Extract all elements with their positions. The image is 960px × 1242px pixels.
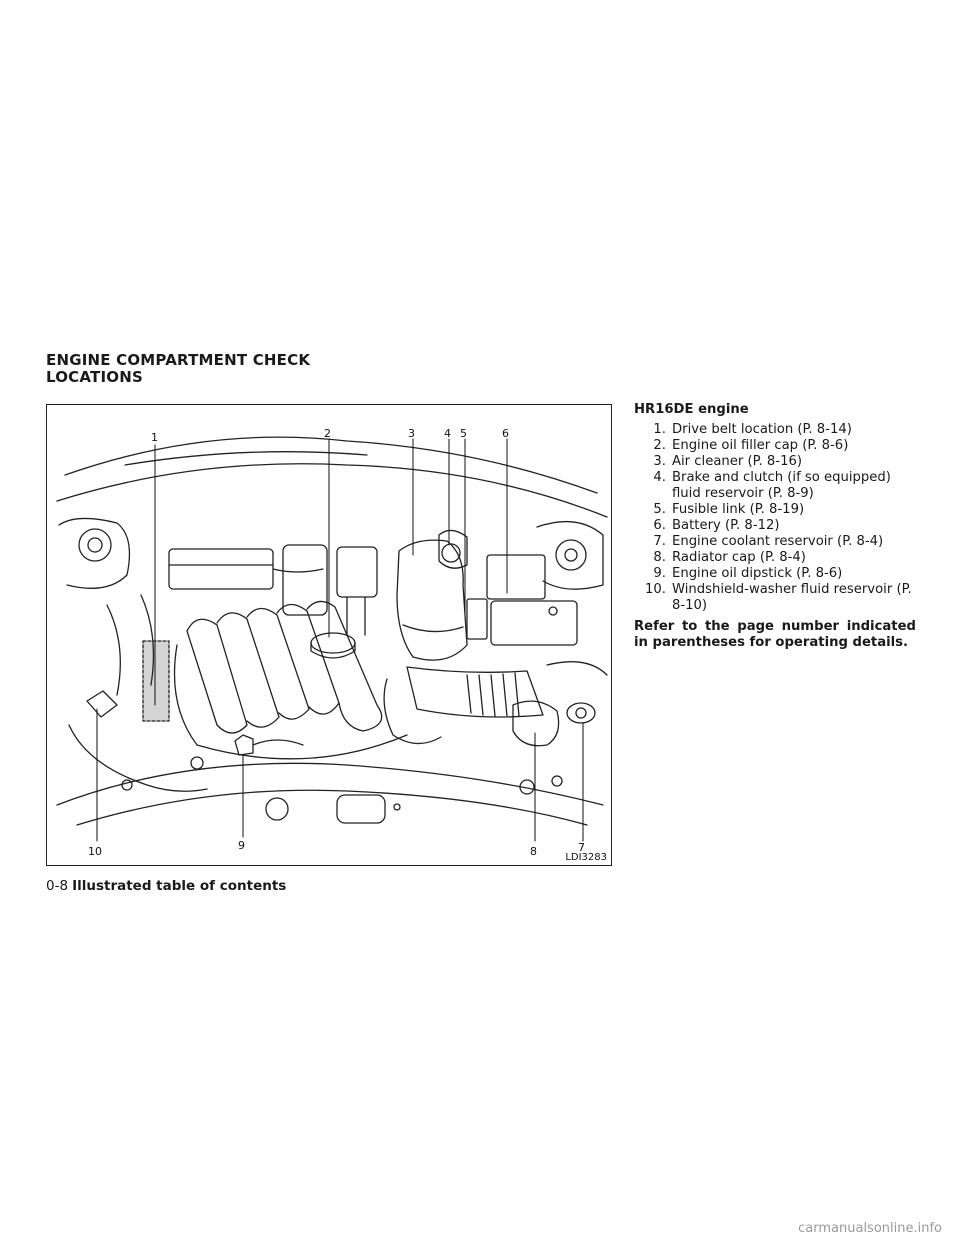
callout-7: 7 [578, 841, 585, 854]
legend-item-text: Windshield-washer fluid reservoir (P. 8-… [672, 582, 912, 613]
legend-item-text: Fusible link (P. 8-19) [672, 502, 805, 517]
legend-item-number: 7. [653, 534, 666, 549]
callout-5: 5 [460, 427, 467, 440]
legend-item: 5. Fusible link (P. 8-19) [634, 502, 916, 518]
chapter-title: Illustrated table of contents [72, 878, 287, 894]
callout-leaders [96, 438, 584, 842]
legend-item: 2. Engine oil filler cap (P. 8-6) [634, 438, 916, 454]
legend-item-text: Engine oil dipstick (P. 8-6) [672, 566, 843, 581]
engine-drawing [56, 436, 608, 842]
legend: HR16DE engine 1. Drive belt location (P. … [634, 402, 916, 651]
legend-item-number: 8. [653, 550, 666, 565]
legend-item: 3. Air cleaner (P. 8-16) [634, 454, 916, 470]
legend-item: 4. Brake and clutch (if so equipped) flui… [634, 470, 916, 502]
section-title-line1: ENGINE COMPARTMENT CHECK [46, 351, 311, 369]
air-cleaner [396, 539, 468, 661]
washer-fluid-cap [86, 690, 118, 718]
callout-3: 3 [408, 427, 415, 440]
coolant-reservoir [566, 702, 596, 724]
legend-item-text: Drive belt location (P. 8-14) [672, 422, 852, 437]
callout-4: 4 [444, 427, 451, 440]
legend-item: 9. Engine oil dipstick (P. 8-6) [634, 566, 916, 582]
section-title-line2: LOCATIONS [46, 368, 143, 386]
intake-manifold [173, 600, 408, 760]
radiator-cap [512, 700, 560, 747]
watermark: carmanualsonline.info [798, 1221, 942, 1236]
front-crossmember [56, 762, 604, 806]
hood-edge-inner [56, 463, 608, 518]
callout-number-layer: 1 2 3 4 5 6 7 8 9 10 [88, 427, 585, 858]
legend-heading: HR16DE engine [634, 402, 749, 417]
legend-item: 10. Windshield-washer fluid reservoir (P.… [634, 582, 916, 614]
legend-item-text: Radiator cap (P. 8-4) [672, 550, 806, 565]
callout-6: 6 [502, 427, 509, 440]
page-number: 0-8 [46, 878, 69, 894]
legend-item-number: 2. [653, 438, 666, 453]
legend-item-number: 4. [653, 470, 666, 485]
legend-item-number: 10. [645, 582, 666, 597]
legend-item-number: 5. [653, 502, 666, 517]
legend-item-text: Air cleaner (P. 8-16) [672, 454, 802, 469]
callout-2: 2 [324, 427, 331, 440]
section-title: ENGINE COMPARTMENT CHECK LOCATIONS [46, 352, 376, 386]
legend-item-number: 9. [653, 566, 666, 581]
legend-item: 7. Engine coolant reservoir (P. 8-4) [634, 534, 916, 550]
legend-item: 6. Battery (P. 8-12) [634, 518, 916, 534]
legend-list: 1. Drive belt location (P. 8-14) 2. Engine… [634, 422, 916, 614]
legend-item-text: Engine oil filler cap (P. 8-6) [672, 438, 849, 453]
callout-10: 10 [88, 845, 102, 858]
legend-item-number: 6. [653, 518, 666, 533]
drive-belt-area [142, 640, 170, 722]
hood-edge [64, 436, 598, 494]
legend-item-number: 3. [653, 454, 666, 469]
engine-compartment-illustration: 1 2 3 4 5 6 7 8 9 10 LDI3283 [46, 404, 612, 866]
callout-1: 1 [151, 431, 158, 444]
fusible-link [466, 598, 488, 640]
legend-item-text: Battery (P. 8-12) [672, 518, 780, 533]
legend-item-text: Engine coolant reservoir (P. 8-4) [672, 534, 884, 549]
legend-item: 1. Drive belt location (P. 8-14) [634, 422, 916, 438]
figure-code: LDI3283 [565, 852, 607, 863]
callout-9: 9 [238, 839, 245, 852]
legend-item: 8. Radiator cap (P. 8-4) [634, 550, 916, 566]
brake-fluid-reservoir [441, 543, 461, 563]
right-strut-tower [555, 539, 587, 571]
legend-item-text: Brake and clutch (if so equipped) fluid … [672, 470, 891, 501]
intake-duct [406, 666, 544, 718]
callout-8: 8 [530, 845, 537, 858]
legend-note: Refer to the page number indicated in pa… [634, 619, 916, 650]
legend-item-number: 1. [653, 422, 666, 437]
battery [486, 554, 546, 600]
oil-dipstick [234, 734, 254, 756]
left-strut-tower [78, 528, 112, 562]
